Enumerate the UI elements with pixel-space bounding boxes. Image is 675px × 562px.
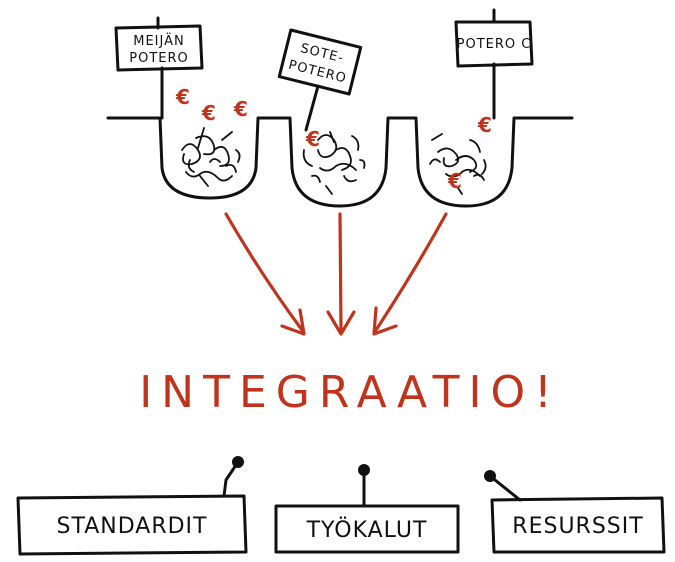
ground-with-trenches [106, 116, 574, 208]
box-tyokalut-label: TYÖKALUT [306, 517, 428, 543]
sign-potero-c: POTERO C [454, 8, 534, 120]
sign-left-line1: MEIJÄN [133, 33, 185, 49]
connector-line-standards [222, 460, 240, 498]
headline-integraatio: INTEGRAATIO! [139, 367, 561, 418]
euro-icon: € [201, 101, 216, 125]
box-tyokalut: TYÖKALUT [274, 504, 460, 554]
euro-icon: € [233, 97, 248, 121]
connector-line-resources [488, 474, 522, 502]
trench-left-contents [181, 127, 241, 187]
box-standardit-label: STANDARDIT [57, 514, 208, 539]
trench-right-contents [429, 133, 487, 195]
sign-sote-potero: SOTE- POTERO [277, 28, 363, 132]
arrow-left [224, 212, 306, 336]
euro-icon: € [447, 169, 462, 193]
euro-icon: € [175, 85, 190, 109]
euro-icon: € [477, 113, 492, 137]
trench-middle-contents [302, 131, 366, 195]
arrow-right [372, 212, 448, 336]
box-resurssit-label: RESURSSIT [512, 514, 643, 539]
box-resurssit: RESURSSIT [490, 496, 666, 554]
euro-icon: € [305, 127, 320, 151]
arrow-middle [326, 212, 356, 336]
sign-meijan-potero: MEIJÄN POTERO [114, 16, 204, 120]
box-standardit: STANDARDIT [16, 494, 248, 556]
sign-right-line1: POTERO C [457, 37, 532, 52]
sign-left-line2: POTERO [129, 51, 189, 66]
